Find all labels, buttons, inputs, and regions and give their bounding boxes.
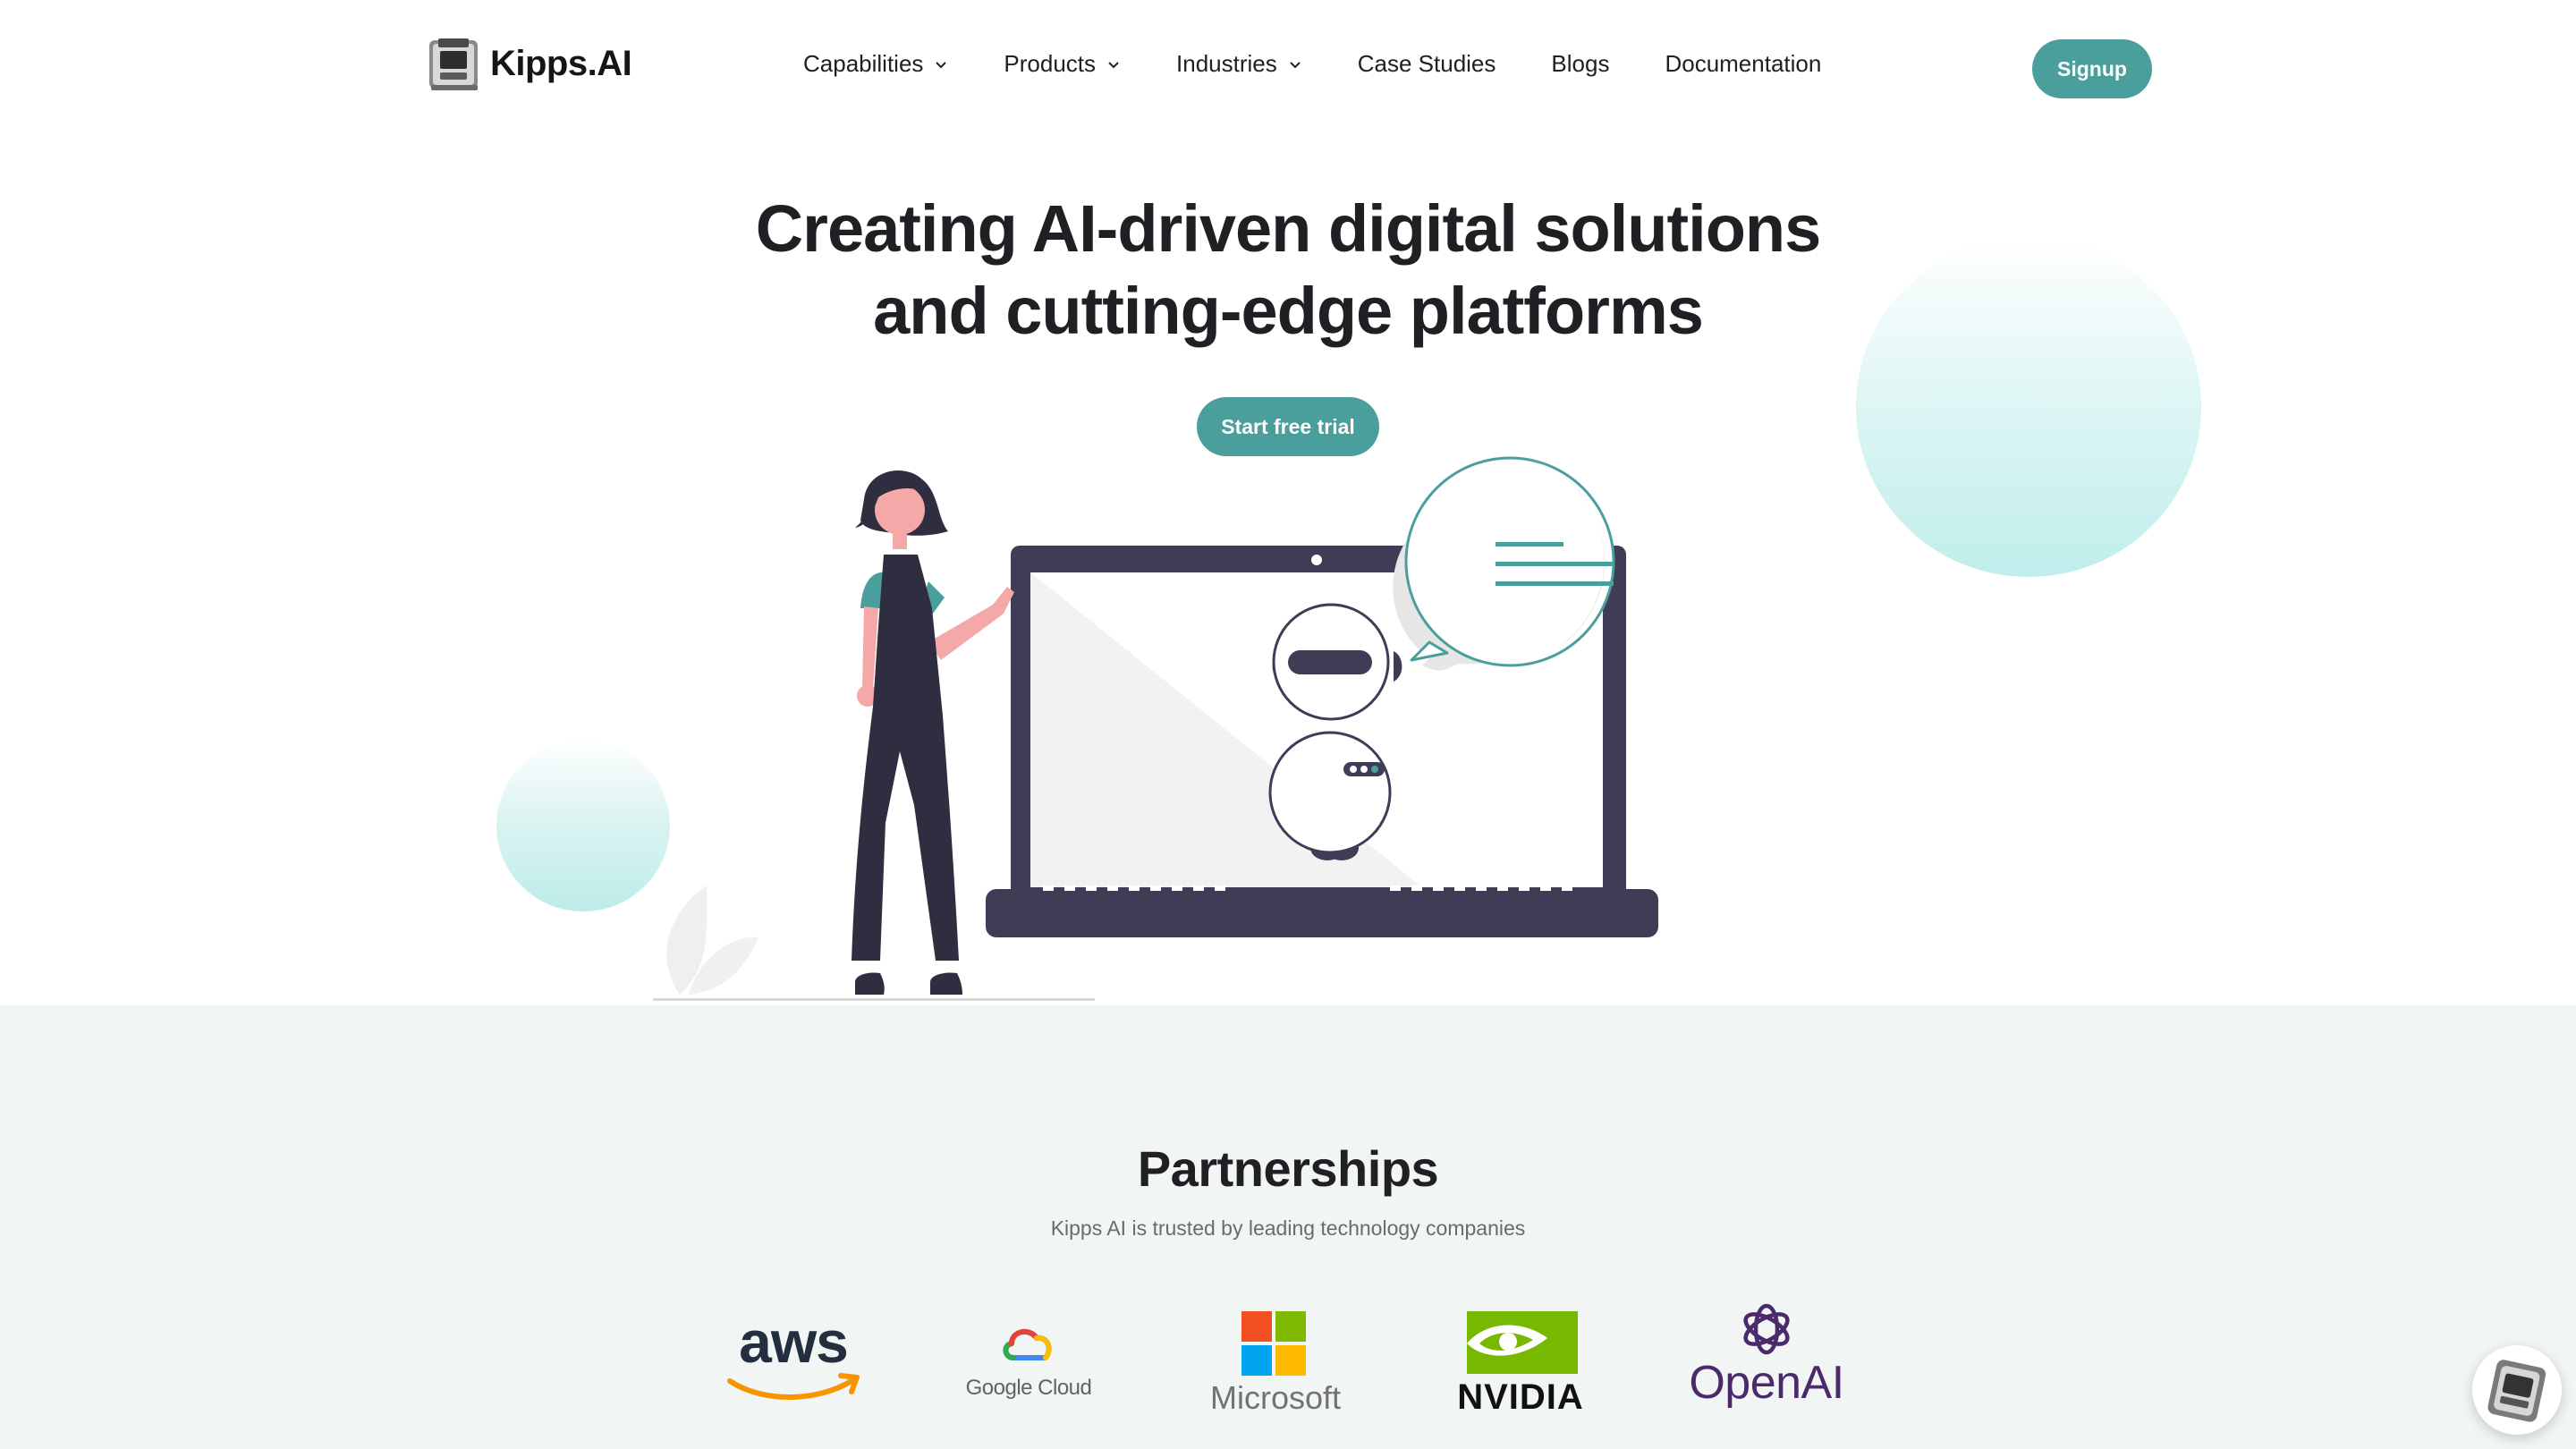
hero-title: Creating AI-driven digital solutions and… [572, 188, 2004, 352]
google-cloud-logo-text: Google Cloud [965, 1376, 1092, 1400]
nav-case-studies[interactable]: Case Studies [1358, 50, 1496, 78]
hero-illustration [653, 456, 1658, 1001]
speech-bubble-icon [1393, 456, 1615, 671]
nvidia-eye-icon [1467, 1311, 1578, 1374]
nav-blogs-label: Blogs [1551, 50, 1610, 77]
woman-figure [852, 470, 1014, 995]
microsoft-logo: Microsoft [1206, 1308, 1345, 1416]
chevron-down-icon [936, 61, 947, 68]
ground-line [653, 998, 1095, 1001]
nav-documentation-label: Documentation [1665, 50, 1822, 77]
google-cloud-icon [1003, 1328, 1052, 1360]
openai-logo: OpenAI [1682, 1297, 1852, 1413]
nav-industries-label: Industries [1176, 50, 1277, 77]
decorative-circle-left [496, 740, 670, 911]
signup-button[interactable]: Signup [2032, 39, 2152, 98]
partnerships-title: Partnerships [1137, 1140, 1439, 1197]
hero-title-line1: Creating AI-driven digital solutions [755, 191, 1822, 266]
robot-icon [1268, 603, 1402, 860]
logo-icon [429, 38, 478, 90]
logo-text: Kipps.AI [490, 43, 632, 83]
nav-documentation[interactable]: Documentation [1665, 50, 1821, 78]
nav-capabilities-label: Capabilities [803, 50, 924, 77]
microsoft-squares-icon [1241, 1311, 1306, 1376]
leaf-shape [666, 886, 708, 995]
nvidia-logo-text: NVIDIA [1457, 1377, 1584, 1417]
main-nav: Capabilities Products Industries Case St… [803, 50, 1821, 78]
nav-capabilities[interactable]: Capabilities [803, 50, 948, 78]
site-header: Kipps.AI Capabilities Products Industrie… [0, 0, 2576, 139]
chat-widget-button[interactable] [2472, 1345, 2562, 1435]
nav-case-studies-label: Case Studies [1357, 50, 1496, 77]
chat-widget-icon [2487, 1360, 2546, 1422]
aws-logo-text: aws [739, 1309, 849, 1375]
partnerships-subtitle: Kipps AI is trusted by leading technolog… [1050, 1216, 1526, 1240]
microsoft-logo-text: Microsoft [1209, 1379, 1342, 1416]
openai-logo-text: OpenAI [1689, 1357, 1844, 1409]
amazon-smile-icon [727, 1373, 860, 1400]
nav-products[interactable]: Products [1004, 50, 1121, 78]
nvidia-logo: NVIDIA [1449, 1306, 1592, 1417]
openai-knot-icon [1743, 1303, 1790, 1355]
hero-title-line2: and cutting-edge platforms [873, 274, 1704, 348]
chevron-down-icon [1290, 61, 1301, 68]
leaf-shape [689, 936, 758, 995]
nav-products-label: Products [1004, 50, 1097, 77]
chevron-down-icon [1108, 61, 1119, 68]
start-free-trial-button[interactable]: Start free trial [1197, 397, 1379, 456]
google-cloud-logo: Google Cloud [962, 1318, 1096, 1408]
aws-logo: aws [726, 1309, 860, 1402]
nav-industries[interactable]: Industries [1176, 50, 1302, 78]
logo-link[interactable]: Kipps.AI [424, 34, 632, 93]
nav-blogs[interactable]: Blogs [1551, 50, 1609, 78]
decorative-circle-right [1856, 237, 2201, 577]
